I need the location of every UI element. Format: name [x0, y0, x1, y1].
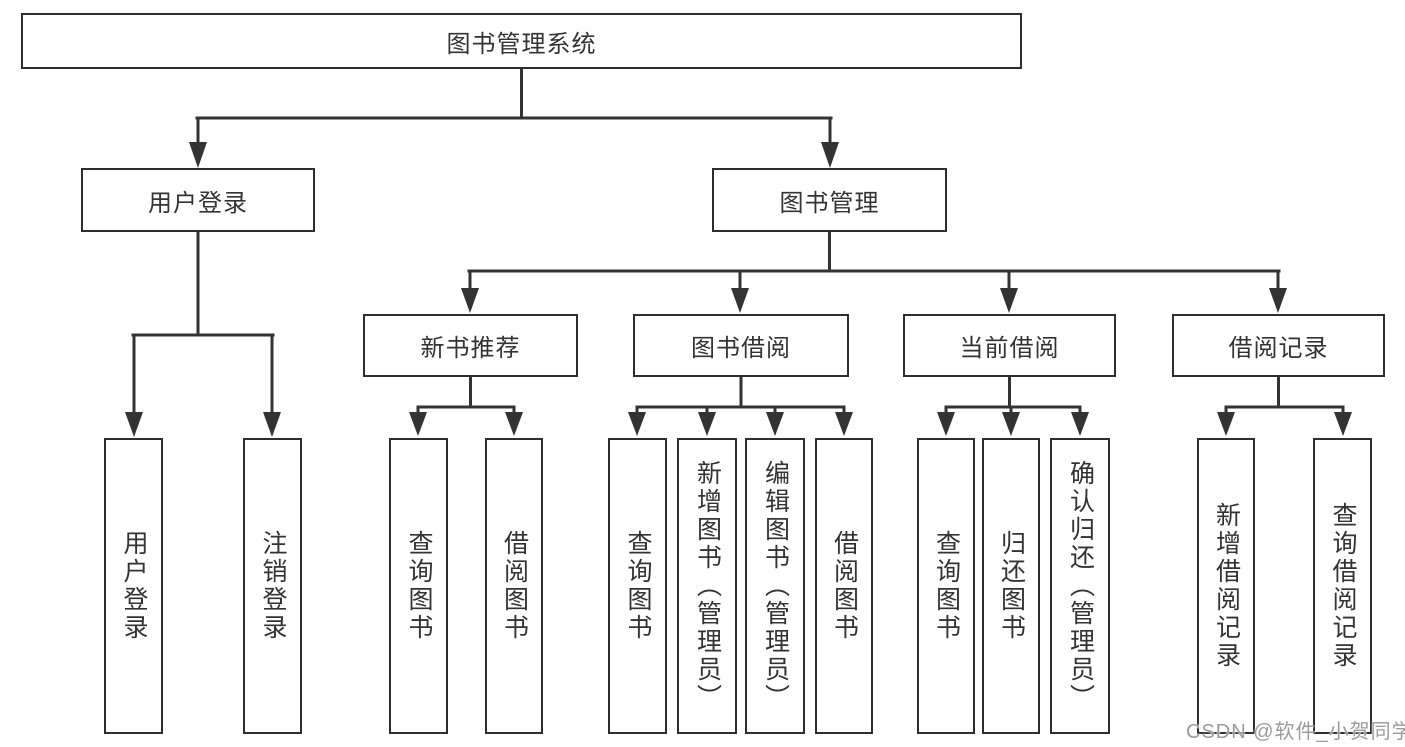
node-book-borrow: 图书借阅 [633, 314, 849, 377]
connector-sections-to-leaves [416, 375, 1345, 416]
leaf-query-book-2: 查询图书 [608, 438, 667, 734]
node-current-borrow: 当前借阅 [903, 314, 1116, 377]
connector-bookmgmt-to-level3 [467, 230, 1281, 293]
leaf-query-borrow-record: 查询借阅记录 [1313, 438, 1372, 734]
node-user-login: 用户登录 [81, 168, 315, 232]
node-root: 图书管理系统 [21, 13, 1022, 69]
leaf-query-book-1: 查询图书 [389, 438, 448, 734]
leaf-confirm-return-admin: 确认归还（管理员） [1050, 438, 1110, 734]
leaf-query-book-3: 查询图书 [917, 438, 975, 734]
connector-userlogin-to-leaves [131, 230, 275, 416]
leaf-borrow-book-1: 借阅图书 [485, 438, 543, 734]
node-new-book-recommend: 新书推荐 [363, 314, 578, 377]
arrowhead-icons [125, 142, 1352, 437]
node-book-management: 图书管理 [712, 168, 947, 232]
leaf-logout: 注销登录 [243, 438, 302, 734]
leaf-add-book-admin: 新增图书（管理员） [677, 438, 737, 734]
node-borrow-records: 借阅记录 [1172, 314, 1385, 377]
leaf-return-book: 归还图书 [982, 438, 1040, 734]
leaf-add-borrow-record: 新增借阅记录 [1197, 438, 1255, 734]
csdn-watermark: CSDN @软件_小贺同学 [1186, 721, 1405, 743]
leaf-borrow-book-2: 借阅图书 [815, 438, 873, 734]
connector-root-to-level2 [195, 67, 833, 148]
leaf-user-login: 用户登录 [104, 438, 163, 734]
leaf-edit-book-admin: 编辑图书（管理员） [745, 438, 805, 734]
